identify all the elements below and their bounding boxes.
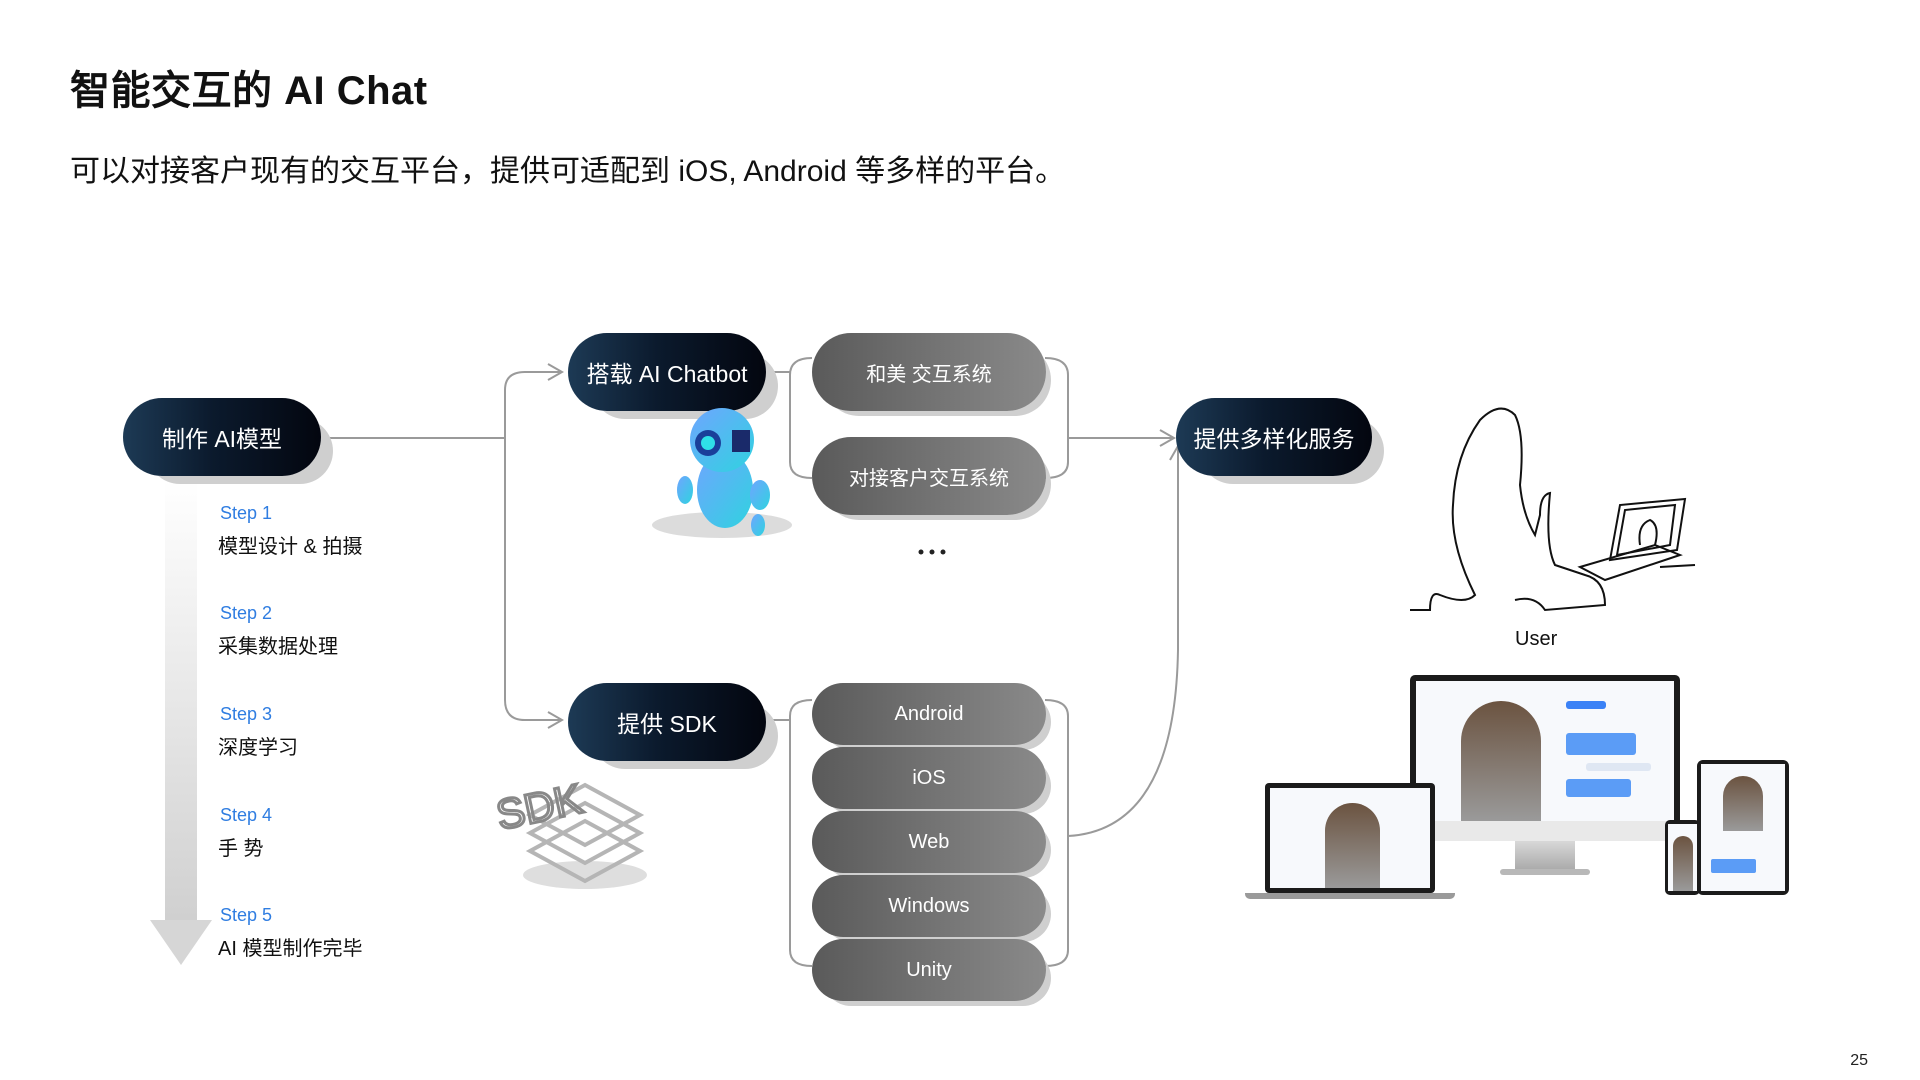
robot-icon bbox=[652, 408, 792, 538]
step-5-text: AI 模型制作完毕 bbox=[218, 938, 363, 960]
steps-down-arrow bbox=[150, 480, 212, 965]
platform-label: Windows bbox=[888, 894, 970, 917]
monitor-device bbox=[1410, 675, 1680, 841]
page-number: 25 bbox=[1850, 1052, 1868, 1069]
platform-label: Unity bbox=[906, 958, 952, 981]
step-4-text: 手 势 bbox=[218, 838, 264, 860]
tablet-screen bbox=[1701, 764, 1785, 891]
avatar-woman bbox=[1461, 701, 1541, 821]
step-2-text: 采集数据处理 bbox=[218, 636, 338, 658]
platform-unity: Unity bbox=[812, 939, 1046, 1001]
target-label: 和美 交互系统 bbox=[866, 363, 992, 386]
monitor-screen bbox=[1416, 681, 1674, 821]
chat-bubble bbox=[1566, 701, 1606, 709]
line-to-chatbot bbox=[504, 371, 560, 391]
platform-label: Web bbox=[908, 830, 950, 853]
platform-label: iOS bbox=[912, 766, 946, 789]
tablet-device bbox=[1697, 760, 1789, 895]
step-3-text: 深度学习 bbox=[218, 737, 298, 759]
platform-label: Android bbox=[894, 702, 964, 725]
line-sdk-to-service bbox=[1067, 448, 1179, 837]
avatar-woman bbox=[1723, 776, 1763, 831]
step-2-label: Step 2 bbox=[220, 603, 273, 623]
node-label: 提供多样化服务 bbox=[1193, 426, 1355, 452]
node-sdk: 提供 SDK bbox=[568, 683, 766, 761]
bracket-chatbot-right bbox=[1044, 357, 1069, 479]
node-label: 制作 AI模型 bbox=[161, 426, 283, 452]
monitor-stand bbox=[1515, 841, 1575, 871]
node-label: 提供 SDK bbox=[617, 711, 717, 737]
step-5-label: Step 5 bbox=[220, 905, 273, 925]
node-label: 搭载 AI Chatbot bbox=[586, 361, 748, 387]
ellipsis-icon bbox=[918, 549, 946, 555]
step-3-label: Step 3 bbox=[220, 704, 273, 724]
page-title: 智能交互的 AI Chat bbox=[70, 69, 428, 113]
target-label: 对接客户交互系统 bbox=[849, 467, 1009, 490]
laptop-device bbox=[1265, 783, 1435, 893]
phone-device bbox=[1665, 820, 1700, 895]
chat-bubble bbox=[1566, 733, 1636, 755]
bracket-sdk-left bbox=[789, 699, 813, 967]
arrow-sdk bbox=[547, 711, 565, 729]
step-1-label: Step 1 bbox=[220, 503, 273, 523]
platform-android: Android bbox=[812, 683, 1046, 745]
arrow-service bbox=[1159, 429, 1177, 447]
bracket-chatbot-left bbox=[789, 357, 813, 479]
sdk-layers-icon: SDK bbox=[491, 775, 647, 889]
target-hemei-system: 和美 交互系统 bbox=[812, 333, 1046, 411]
chat-bubble bbox=[1586, 763, 1651, 771]
step-1-text: 模型设计 & 拍摄 bbox=[218, 536, 363, 558]
phone-screen bbox=[1668, 824, 1697, 891]
avatar-woman bbox=[1673, 836, 1693, 891]
node-make-ai-model: 制作 AI模型 bbox=[123, 398, 321, 476]
user-label: User bbox=[1515, 628, 1558, 650]
platform-windows: Windows bbox=[812, 875, 1046, 937]
line-to-sdk bbox=[504, 390, 560, 721]
platform-web: Web bbox=[812, 811, 1046, 873]
chat-bubble bbox=[1566, 779, 1631, 797]
page-subtitle: 可以对接客户现有的交互平台，提供可适配到 iOS, Android 等多样的平台… bbox=[70, 155, 1066, 188]
arrow-chatbot bbox=[547, 363, 565, 381]
avatar-woman bbox=[1325, 803, 1380, 888]
node-service: 提供多样化服务 bbox=[1176, 398, 1372, 476]
devices-mockup bbox=[1245, 675, 1805, 905]
chat-bubble bbox=[1711, 859, 1756, 873]
bracket-sdk-right bbox=[1044, 699, 1069, 967]
target-client-system: 对接客户交互系统 bbox=[812, 437, 1046, 515]
user-line-drawing-icon bbox=[1410, 407, 1696, 612]
step-4-label: Step 4 bbox=[220, 805, 273, 825]
laptop-screen bbox=[1270, 788, 1430, 888]
platform-ios: iOS bbox=[812, 747, 1046, 809]
node-chatbot: 搭载 AI Chatbot bbox=[568, 333, 766, 411]
